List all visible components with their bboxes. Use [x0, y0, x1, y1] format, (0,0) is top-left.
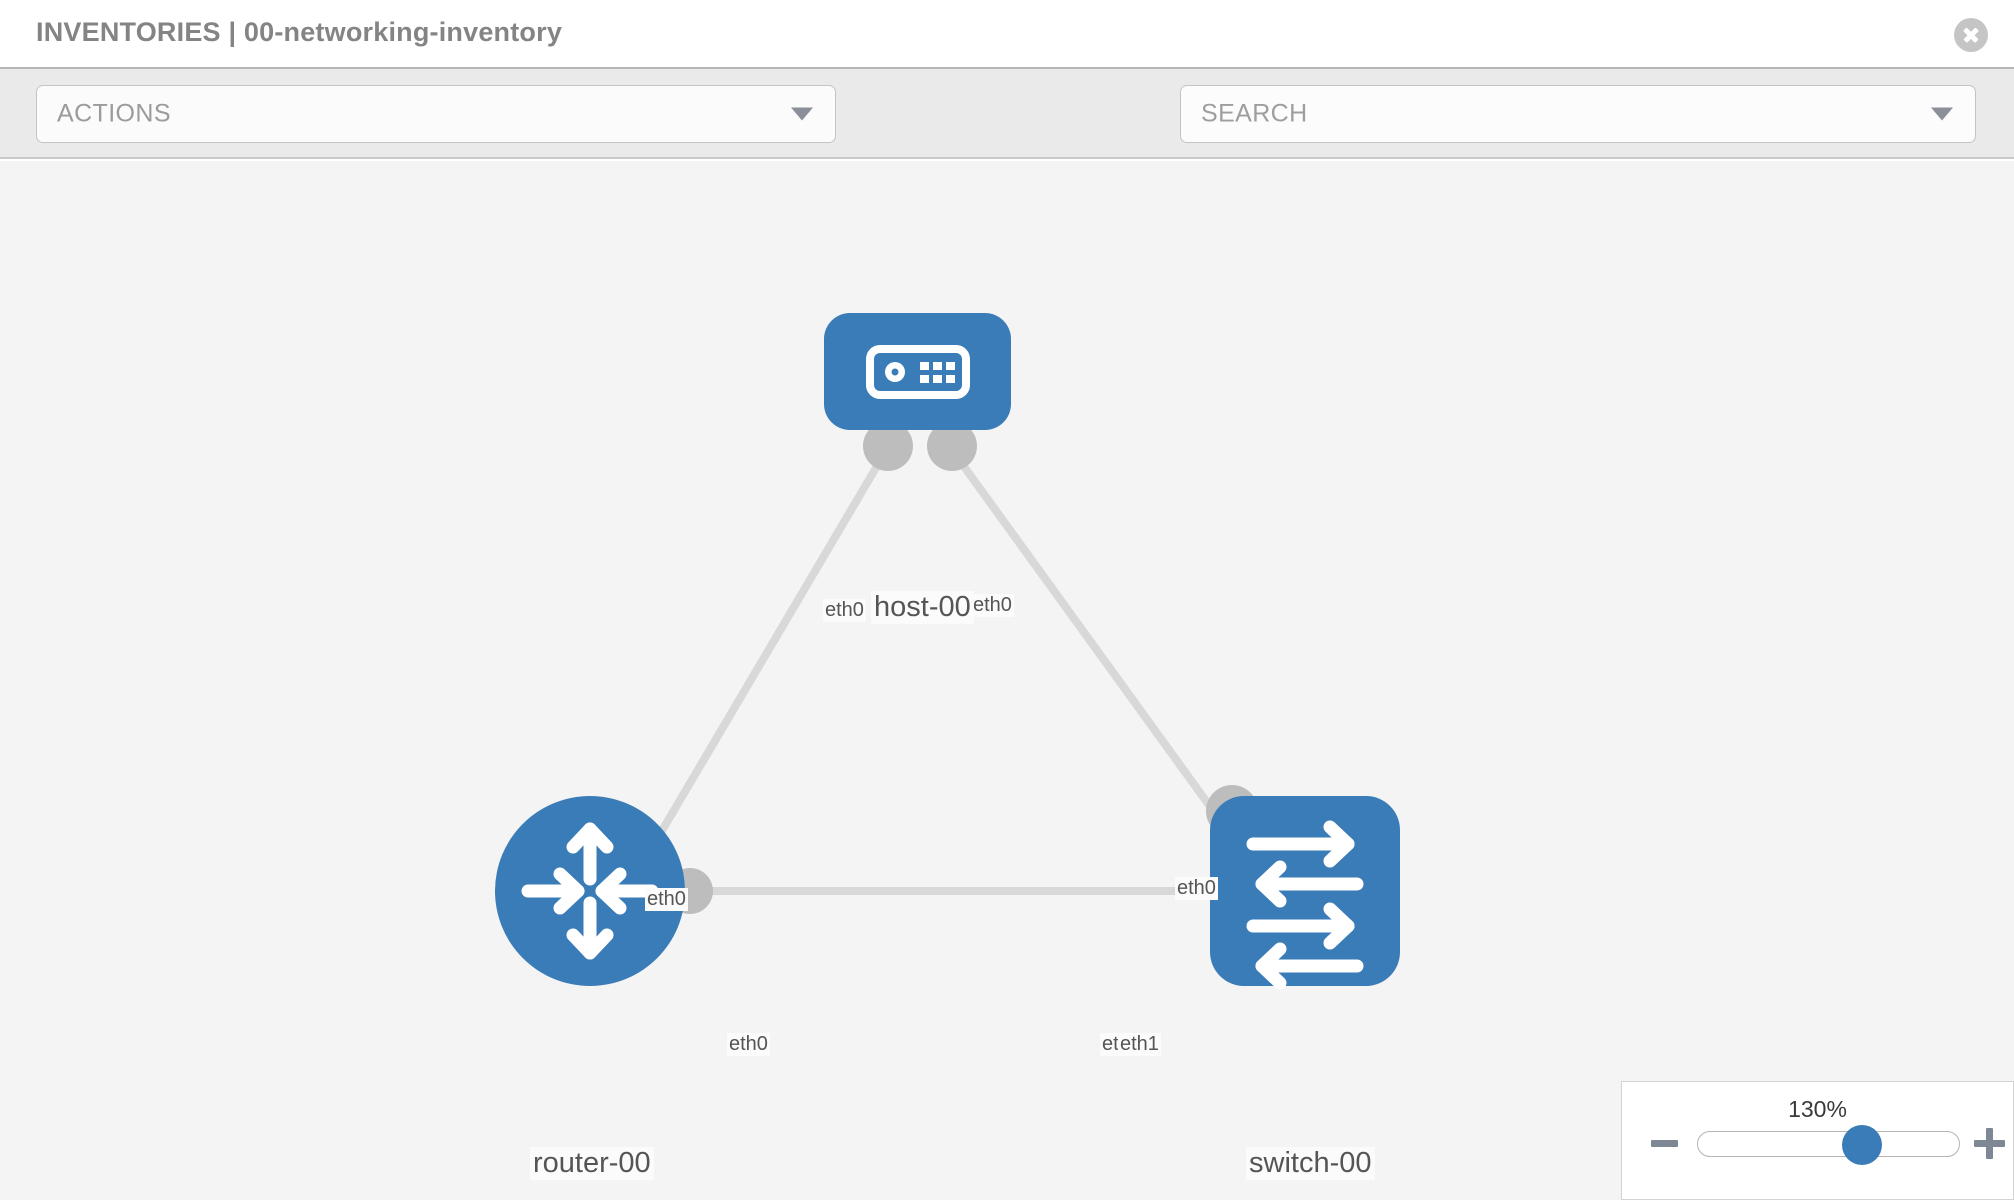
search-input[interactable]: SEARCH [1180, 85, 1976, 143]
actions-dropdown[interactable]: ACTIONS [36, 85, 836, 143]
chevron-down-icon [791, 107, 813, 121]
zoom-slider[interactable] [1697, 1125, 1960, 1165]
iface-label: eth0 [1175, 877, 1218, 900]
node-router-00 [495, 796, 685, 986]
topology-graph [495, 313, 1400, 990]
iface-label: eth0 [971, 594, 1014, 617]
close-icon[interactable] [1954, 18, 1988, 52]
node-label-host-00: host-00 [871, 591, 974, 624]
zoom-out-button[interactable] [1651, 1140, 1678, 1147]
port-host-left [863, 421, 913, 471]
page-title: INVENTORIES | 00-networking-inventory [36, 17, 563, 47]
node-label-router-00: router-00 [530, 1147, 654, 1180]
search-placeholder: SEARCH [1201, 99, 1308, 128]
iface-label: eth1 [1118, 1033, 1161, 1056]
port-host-right [927, 421, 977, 471]
zoom-control-panel: 130% [1621, 1081, 2014, 1200]
node-label-switch-00: switch-00 [1246, 1147, 1375, 1180]
page-header: INVENTORIES | 00-networking-inventory [0, 0, 2014, 69]
topology-links [646, 458, 1239, 895]
zoom-level-value: 130% [1788, 1096, 1847, 1122]
node-host-00 [824, 313, 1011, 430]
zoom-in-button[interactable] [1974, 1128, 2005, 1159]
server-icon [866, 345, 970, 399]
router-arrows-icon [521, 822, 659, 960]
iface-label: eth0 [727, 1033, 770, 1056]
topology-canvas[interactable]: eth0 eth0 eth0 eth0 eth0 eth eth1 host-0… [0, 161, 2014, 1200]
actions-dropdown-label: ACTIONS [57, 99, 171, 128]
link-host-router [646, 458, 884, 854]
zoom-slider-thumb[interactable] [1842, 1125, 1882, 1165]
iface-label: eth0 [823, 599, 866, 622]
node-switch-00 [1210, 796, 1400, 990]
link-host-switch [956, 458, 1239, 844]
toolbar: ACTIONS SEARCH [0, 69, 2014, 201]
iface-label: eth0 [645, 888, 688, 911]
switch-arrows-icon [1246, 820, 1364, 990]
chevron-down-icon[interactable] [1931, 107, 1953, 121]
